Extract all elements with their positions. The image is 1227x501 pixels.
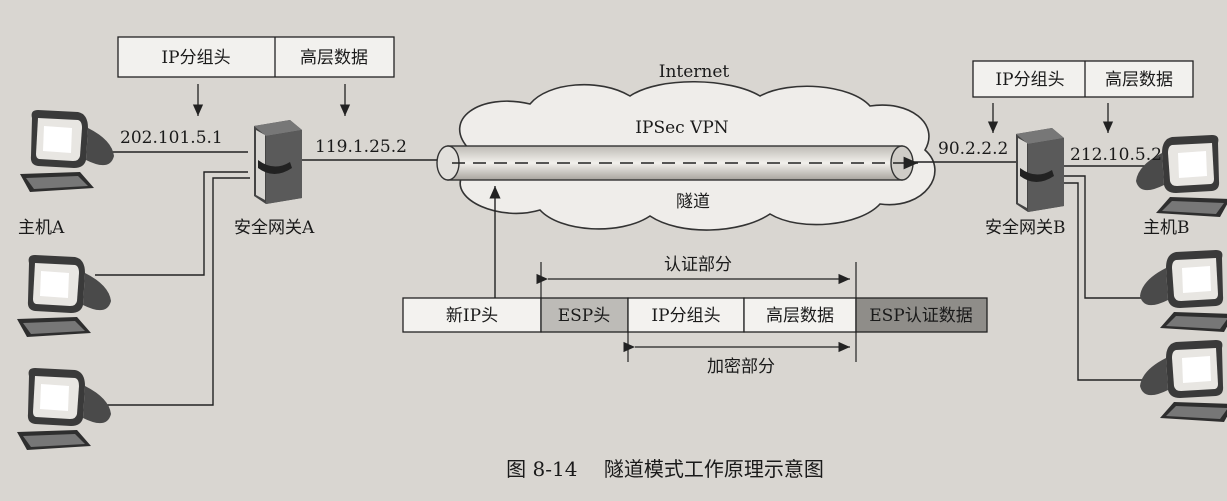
- auth-span-label: 认证部分: [664, 255, 732, 275]
- internet-label: Internet: [659, 62, 730, 82]
- ip-header-field: IP分组头: [651, 306, 720, 326]
- gateway-b-ip: 90.2.2.2: [938, 139, 1008, 159]
- host-b-ip: 212.10.5.2: [1070, 145, 1162, 165]
- new-ip-header-field: 新IP头: [446, 306, 498, 326]
- host-b-label: 主机B: [1143, 218, 1190, 238]
- host-a-ip: 202.101.5.1: [120, 128, 223, 148]
- host-a-label: 主机A: [18, 218, 65, 238]
- gateway-b-label: 安全网关B: [985, 218, 1066, 238]
- top-right-packet-header: IP分组头 高层数据: [972, 60, 1194, 98]
- gateway-a-label: 安全网关A: [234, 218, 315, 238]
- gateway-b-server-icon: [1016, 128, 1064, 212]
- network-links: [95, 151, 1150, 406]
- gateway-a-ip: 119.1.25.2: [315, 137, 407, 157]
- vpn-label: IPSec VPN: [635, 118, 729, 138]
- upper-data-label: 高层数据: [300, 48, 368, 68]
- ip-header-label: IP分组头: [161, 48, 230, 68]
- top-left-packet-header: IP分组头 高层数据: [117, 36, 395, 78]
- esp-auth-field: ESP认证数据: [869, 306, 973, 326]
- encrypt-span-label: 加密部分: [707, 357, 775, 377]
- ip-header-label: IP分组头: [995, 70, 1064, 90]
- gateway-a-server-icon: [254, 120, 302, 204]
- figure-caption: 图 8-14 隧道模式工作原理示意图: [506, 457, 824, 481]
- upper-data-field: 高层数据: [766, 306, 834, 326]
- esp-header-field: ESP头: [558, 306, 611, 326]
- tunnel-tube: [436, 145, 918, 181]
- tunnel-label: 隧道: [676, 192, 710, 212]
- upper-data-label: 高层数据: [1105, 70, 1173, 90]
- esp-packet: 新IP头 ESP头 IP分组头 高层数据 ESP认证数据: [402, 297, 988, 333]
